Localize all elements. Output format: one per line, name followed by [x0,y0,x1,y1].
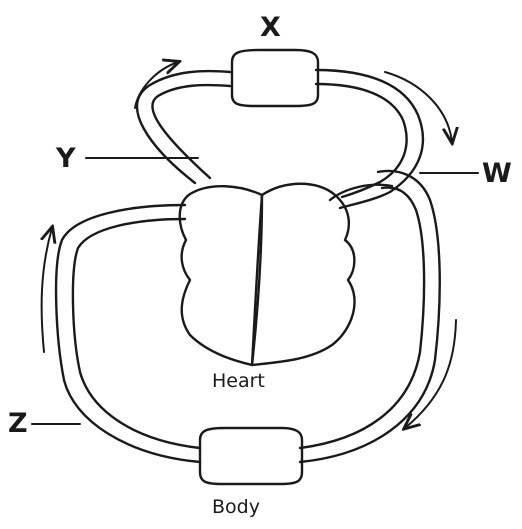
heart-right-chamber [252,184,355,365]
label-z: Z [8,410,28,437]
flow-arrow-right [405,320,456,428]
systemic-outer-right [300,171,440,462]
heart-left-chamber [180,186,262,365]
label-y: Y [56,145,76,172]
body-capillary-box [200,428,302,484]
label-x: X [260,14,281,41]
flow-arrow-top-left [135,62,178,108]
label-heart: Heart [212,372,265,391]
pulmonary-return-inner [316,84,407,197]
label-body: Body [212,498,260,517]
pulmonary-vessel-inner [152,85,230,178]
label-w: W [482,160,512,187]
lung-capillary-box [232,50,318,106]
flow-arrow-left [42,228,52,352]
systemic-inner-right [300,188,424,448]
